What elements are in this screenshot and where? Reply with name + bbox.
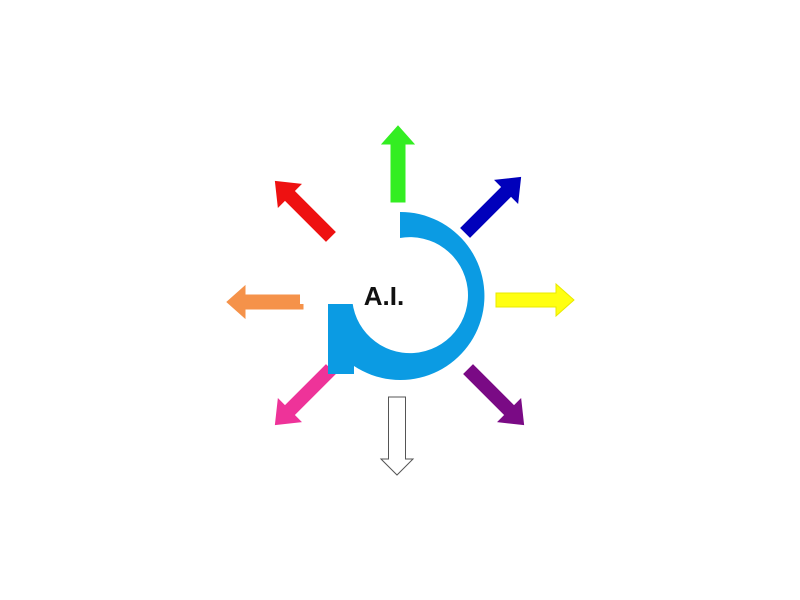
arrow-up-right-blue-icon — [460, 176, 522, 238]
logo-ring-icon — [328, 211, 485, 380]
arrow-up-left-red-icon — [274, 180, 336, 242]
arrow-down-left-pink-icon — [274, 364, 336, 426]
arrow-right-yellow-icon — [495, 282, 575, 318]
arrow-left-orange-icon — [226, 284, 304, 320]
arrow-down-white-icon — [379, 396, 415, 476]
arrows-group — [226, 125, 575, 476]
center-label: A.I. — [364, 281, 404, 311]
ai-logo: A.I. — [300, 211, 485, 380]
logo-notch — [300, 278, 364, 304]
arrow-up-green-icon — [380, 125, 416, 203]
arrow-down-right-purple-icon — [463, 364, 525, 426]
